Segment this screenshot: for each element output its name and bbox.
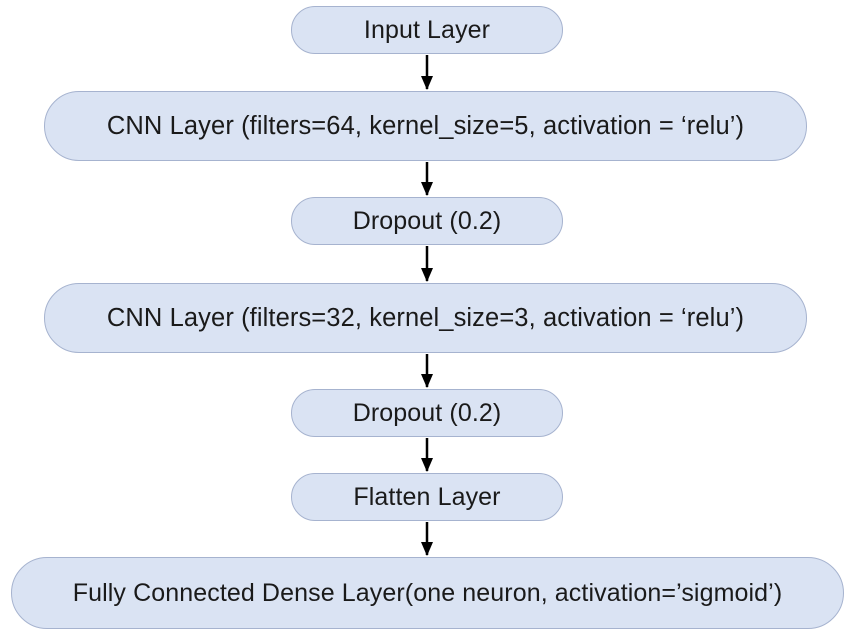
arrowhead-cnn2-to-dropout2: [421, 374, 433, 388]
arrowhead-input-to-cnn1: [421, 76, 433, 90]
node-dropout-1: Dropout (0.2): [291, 197, 563, 245]
arrowhead-cnn1-to-dropout1: [421, 182, 433, 196]
arrowhead-dropout1-to-cnn2: [421, 268, 433, 282]
node-dense-layer: Fully Connected Dense Layer(one neuron, …: [11, 557, 844, 629]
node-cnn-layer-1: CNN Layer (filters=64, kernel_size=5, ac…: [44, 91, 807, 161]
arrowhead-flatten-to-dense: [421, 542, 433, 556]
node-dropout-2: Dropout (0.2): [291, 389, 563, 437]
node-input-layer: Input Layer: [291, 6, 563, 54]
arrowhead-dropout2-to-flatten: [421, 458, 433, 472]
node-cnn-layer-2: CNN Layer (filters=32, kernel_size=3, ac…: [44, 283, 807, 353]
node-flatten-layer: Flatten Layer: [291, 473, 563, 521]
